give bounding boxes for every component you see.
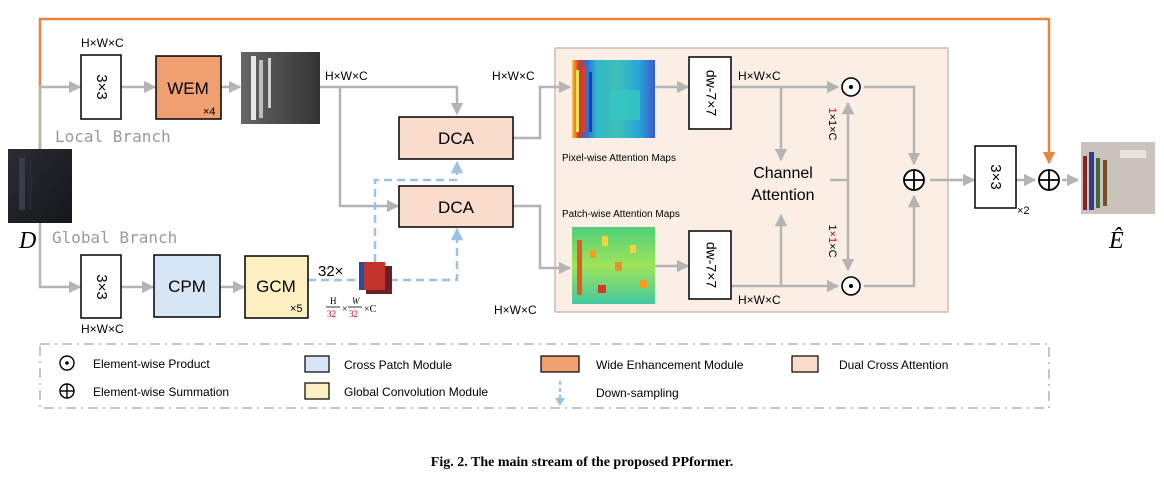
sum-panel-icon bbox=[903, 169, 925, 191]
channel-dims-bottom: 1×1×C bbox=[826, 224, 838, 257]
input-image bbox=[8, 149, 72, 223]
down-dims-label: H 32 × W 32 ×C bbox=[326, 296, 377, 319]
gray-connections bbox=[38, 80, 1080, 294]
dca-bottom-block bbox=[398, 185, 514, 228]
global-conv-block bbox=[80, 254, 122, 319]
dca-top-label: DCA bbox=[438, 129, 475, 148]
skip-connection-arrow bbox=[38, 17, 1056, 165]
dims-wem-out: H×W×C bbox=[325, 69, 368, 83]
output-conv-label: 3×3 bbox=[987, 164, 1004, 189]
legend-wem-swatch bbox=[540, 355, 580, 373]
gcm-block bbox=[244, 255, 309, 319]
svg-text:1×1×C: 1×1×C bbox=[826, 107, 838, 140]
dw-top-block bbox=[688, 56, 732, 130]
downsampling-arrows bbox=[308, 160, 464, 282]
svg-text:H: H bbox=[330, 296, 337, 306]
svg-text:W: W bbox=[352, 296, 361, 306]
legend-product-icon bbox=[59, 355, 75, 371]
dims-dca-top: H×W×C bbox=[492, 69, 535, 83]
pixel-attention-map bbox=[572, 60, 655, 138]
down-factor-label: 32× bbox=[318, 263, 343, 280]
local-conv-block bbox=[80, 54, 122, 120]
dims-dw-bottom: H×W×C bbox=[738, 293, 781, 307]
global-branch-label: Global Branch bbox=[52, 228, 177, 247]
wem-mult: ×4 bbox=[203, 106, 216, 118]
legend-sum-icon bbox=[59, 383, 75, 399]
svg-text:×C: ×C bbox=[364, 304, 377, 315]
legend-box bbox=[39, 343, 1050, 409]
cpm-block bbox=[153, 254, 221, 318]
legend-gcm-swatch bbox=[304, 382, 330, 400]
input-label: D bbox=[18, 228, 36, 254]
output-conv-mult: ×2 bbox=[1017, 205, 1030, 217]
dims-top-left: H×W×C bbox=[81, 36, 124, 50]
output-conv-block bbox=[974, 145, 1017, 209]
pixel-maps-label: Pixel-wise Attention Maps bbox=[562, 153, 676, 164]
legend-sum-label: Element-wise Summation bbox=[93, 385, 229, 399]
channel-dims-top: 1×1×C bbox=[826, 107, 838, 140]
product-bottom-icon bbox=[841, 276, 861, 296]
dw-top-label: dw-7×7 bbox=[703, 70, 719, 117]
wem-label: WEM bbox=[167, 79, 209, 98]
dims-dca-bottom: H×W×C bbox=[494, 303, 537, 317]
local-branch-label: Local Branch bbox=[55, 127, 171, 146]
dw-bottom-label: dw-7×7 bbox=[703, 242, 719, 289]
figure-caption: Fig. 2. The main stream of the proposed … bbox=[431, 455, 733, 470]
dims-dw-top: H×W×C bbox=[738, 69, 781, 83]
legend-dca-label: Dual Cross Attention bbox=[839, 358, 948, 372]
cpm-label: CPM bbox=[168, 277, 206, 296]
gcm-mult: ×5 bbox=[290, 303, 303, 315]
downsampled-feature bbox=[359, 262, 392, 294]
legend-wem-label: Wide Enhancement Module bbox=[596, 358, 744, 372]
svg-text:1×1×C: 1×1×C bbox=[826, 224, 838, 257]
dca-bottom-label: DCA bbox=[438, 198, 475, 217]
dims-bottom-left: H×W×C bbox=[81, 322, 124, 336]
legend-product-label: Element-wise Product bbox=[93, 357, 210, 371]
global-conv-label: 3×3 bbox=[93, 274, 110, 299]
gcm-label: GCM bbox=[256, 277, 296, 296]
svg-text:32: 32 bbox=[349, 309, 358, 319]
legend-downsampling-arrow bbox=[555, 381, 565, 406]
wem-block bbox=[155, 55, 222, 120]
local-conv-label: 3×3 bbox=[93, 74, 110, 99]
legend-dca-swatch bbox=[791, 355, 819, 373]
svg-text:×: × bbox=[342, 304, 348, 315]
svg-text:32: 32 bbox=[327, 309, 336, 319]
legend-cpm-swatch bbox=[304, 355, 330, 373]
sum-output-icon bbox=[1038, 169, 1060, 191]
legend-downsampling-label: Down-sampling bbox=[596, 386, 679, 400]
legend-cpm-label: Cross Patch Module bbox=[344, 358, 452, 372]
product-top-icon bbox=[841, 77, 861, 97]
channel-attention-line2: Attention bbox=[751, 187, 814, 204]
wem-output-image bbox=[241, 52, 320, 124]
output-label: Ê bbox=[1108, 228, 1124, 254]
patch-attention-map bbox=[572, 227, 655, 304]
dca-top-block bbox=[398, 116, 514, 160]
legend-gcm-label: Global Convolution Module bbox=[344, 385, 488, 399]
dw-bottom-block bbox=[688, 230, 732, 300]
output-image bbox=[1081, 142, 1155, 214]
patch-maps-label: Patch-wise Attention Maps bbox=[562, 209, 680, 220]
channel-attention-line1: Channel bbox=[753, 165, 813, 182]
